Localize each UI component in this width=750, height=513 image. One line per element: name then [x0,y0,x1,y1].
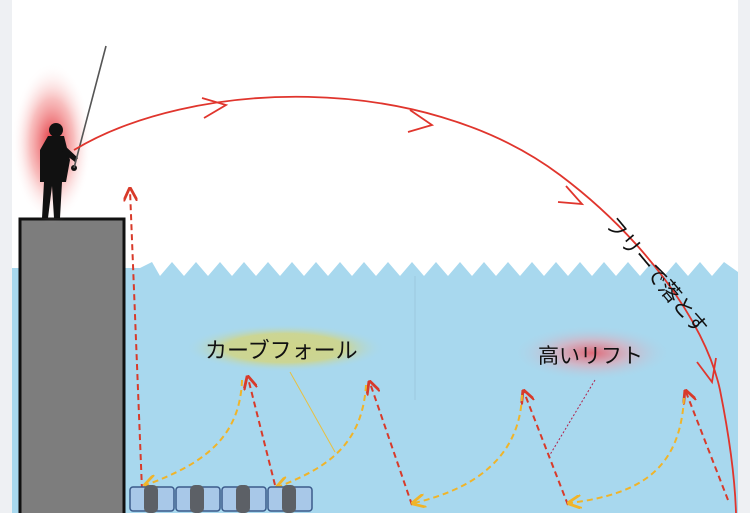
curve-fall-pointer [289,371,336,453]
cast-trajectory [73,95,737,513]
high-lift-label-bg [512,325,672,381]
high-lift-pointer [547,379,596,459]
curve-fall-label-bg [185,324,385,372]
fall-arrow-2 [278,384,367,487]
lift-arrow-1 [130,190,143,491]
lift-arrow-2 [248,378,276,486]
cast-arrowhead-3 [557,185,585,206]
fall-arrow-3 [414,394,523,503]
sinker-icon [144,485,158,513]
sinker-icon [236,485,250,513]
fall-arrow-1 [146,379,243,485]
sinker-icon [282,485,296,513]
fall-arrow-4 [570,397,685,503]
left-margin [0,0,12,513]
right-margin [738,0,750,513]
cast-arrowhead-2 [407,109,435,133]
high-lift-label: 高いリフト [538,344,643,368]
lift-arrow-4 [524,392,569,506]
sinker-row [129,485,313,513]
pier [18,217,126,513]
cast-arrowhead-1 [201,97,229,119]
curve-fall-label: カーブフォール [205,339,358,364]
angler-silhouette-icon [40,123,78,218]
cast-arrowhead-4 [696,357,717,385]
sinker-icon [190,485,204,513]
lift-arrow-3 [370,383,413,506]
